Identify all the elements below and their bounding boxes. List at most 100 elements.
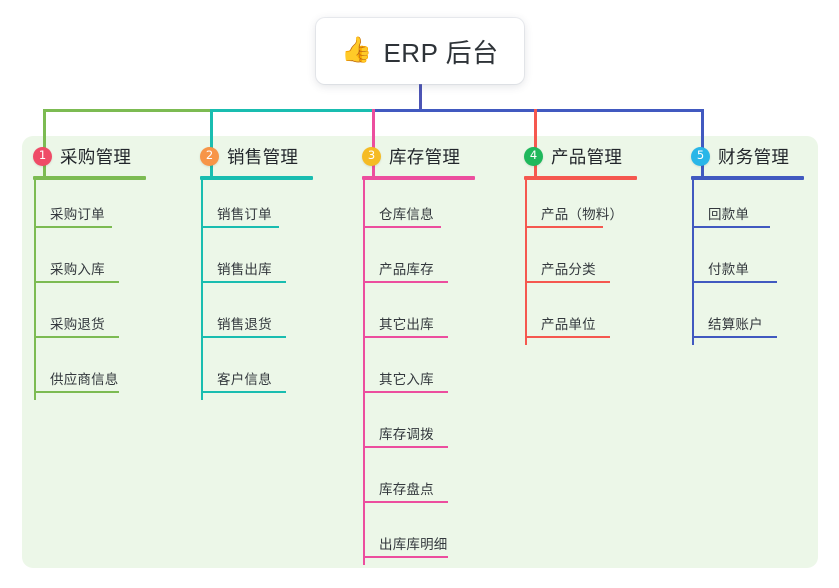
column-spine — [201, 180, 203, 400]
list-item-label: 回款单 — [708, 207, 750, 222]
column-header-2[interactable]: 2 销售管理 — [189, 143, 298, 169]
column-badge-2: 2 — [200, 146, 219, 166]
column-rule — [362, 176, 475, 180]
list-item-label: 仓库信息 — [379, 207, 434, 222]
list-item-rule — [363, 391, 448, 393]
root-title: ERP 后台 — [383, 37, 499, 68]
list-item[interactable]: 付款单 — [680, 235, 816, 290]
list-item-rule — [34, 226, 112, 228]
column-items: 销售订单销售出库销售退货客户信息 — [189, 180, 325, 400]
column-title: 库存管理 — [389, 146, 461, 167]
column-rule — [33, 176, 146, 180]
list-item-rule — [692, 336, 777, 338]
list-item-label: 采购订单 — [50, 207, 105, 222]
column-title: 采购管理 — [60, 146, 132, 167]
column-items: 产品（物料） 产品分类产品单位 — [513, 180, 649, 345]
column-spine — [525, 180, 527, 345]
list-item-rule — [363, 336, 448, 338]
list-item[interactable]: 销售出库 — [189, 235, 325, 290]
column-items: 采购订单采购入库采购退货供应商信息 — [22, 180, 158, 400]
list-item-rule — [201, 226, 279, 228]
list-item-label: 付款单 — [708, 262, 750, 277]
column-财务管理: 5 财务管理回款单付款单结算账户 — [680, 143, 804, 345]
branch-drop-3 — [372, 109, 375, 176]
list-item[interactable]: 其它入库 — [351, 345, 487, 400]
list-item[interactable]: 库存调拨 — [351, 400, 487, 455]
column-title: 产品管理 — [551, 146, 623, 167]
column-items: 回款单付款单结算账户 — [680, 180, 816, 345]
list-item[interactable]: 产品分类 — [513, 235, 649, 290]
list-item[interactable]: 产品（物料） — [513, 180, 649, 235]
list-item[interactable]: 销售退货 — [189, 290, 325, 345]
list-item-rule — [363, 226, 441, 228]
mindmap-panel-background — [22, 136, 818, 568]
list-item-label: 结算账户 — [708, 317, 763, 332]
branch-drop-2 — [210, 109, 213, 176]
list-item-label: 客户信息 — [217, 372, 272, 387]
list-item-rule — [201, 281, 286, 283]
column-header-1[interactable]: 1 采购管理 — [22, 143, 131, 169]
list-item[interactable]: 仓库信息 — [351, 180, 487, 235]
list-item-label: 产品分类 — [541, 262, 596, 277]
list-item[interactable]: 采购入库 — [22, 235, 158, 290]
list-item-rule — [201, 336, 286, 338]
branch-drop-1 — [43, 109, 46, 176]
list-item-label: 产品（物料） — [541, 207, 624, 222]
list-item-label: 出库库明细 — [379, 537, 448, 552]
list-item-label: 库存调拨 — [379, 427, 434, 442]
column-badge-3: 3 — [362, 146, 381, 166]
column-产品管理: 4 产品管理产品（物料） 产品分类产品单位 — [513, 143, 637, 345]
root-node[interactable]: 👍 ERP 后台 — [316, 18, 524, 84]
list-item[interactable]: 产品单位 — [513, 290, 649, 345]
bus-segment-3 — [373, 109, 702, 112]
list-item-rule — [692, 226, 770, 228]
list-item[interactable]: 库存盘点 — [351, 455, 487, 510]
list-item[interactable]: 采购退货 — [22, 290, 158, 345]
list-item[interactable]: 出库库明细 — [351, 510, 487, 565]
list-item-rule — [525, 336, 610, 338]
column-badge-4: 4 — [524, 146, 543, 166]
branch-drop-4 — [534, 109, 537, 176]
list-item[interactable]: 供应商信息 — [22, 345, 158, 400]
list-item[interactable]: 客户信息 — [189, 345, 325, 400]
list-item[interactable]: 采购订单 — [22, 180, 158, 235]
column-header-5[interactable]: 5 财务管理 — [680, 143, 789, 169]
list-item-rule — [34, 336, 119, 338]
list-item-label: 销售出库 — [217, 262, 272, 277]
list-item[interactable]: 其它出库 — [351, 290, 487, 345]
list-item-rule — [363, 501, 448, 503]
column-spine — [34, 180, 36, 400]
list-item-rule — [363, 281, 448, 283]
column-spine — [692, 180, 694, 345]
column-header-3[interactable]: 3 库存管理 — [351, 143, 460, 169]
list-item-label: 产品库存 — [379, 262, 434, 277]
list-item[interactable]: 销售订单 — [189, 180, 325, 235]
list-item-rule — [525, 226, 603, 228]
column-header-4[interactable]: 4 产品管理 — [513, 143, 622, 169]
list-item-rule — [34, 391, 119, 393]
list-item-rule — [363, 446, 448, 448]
column-title: 财务管理 — [718, 146, 790, 167]
column-badge-1: 1 — [33, 146, 52, 166]
list-item-label: 产品单位 — [541, 317, 596, 332]
list-item-rule — [363, 556, 448, 558]
list-item-label: 销售订单 — [217, 207, 272, 222]
list-item-label: 采购退货 — [50, 317, 105, 332]
column-rule — [200, 176, 313, 180]
list-item[interactable]: 产品库存 — [351, 235, 487, 290]
column-销售管理: 2 销售管理销售订单销售出库销售退货客户信息 — [189, 143, 313, 400]
column-title: 销售管理 — [227, 146, 299, 167]
list-item-rule — [692, 281, 777, 283]
list-item-label: 供应商信息 — [50, 372, 119, 387]
list-item[interactable]: 结算账户 — [680, 290, 816, 345]
list-item-label: 库存盘点 — [379, 482, 434, 497]
column-badge-5: 5 — [691, 146, 710, 166]
branch-drop-5 — [701, 109, 704, 176]
bus-segment-2 — [211, 109, 373, 112]
list-item-label: 销售退货 — [217, 317, 272, 332]
list-item-label: 其它入库 — [379, 372, 434, 387]
list-item[interactable]: 回款单 — [680, 180, 816, 235]
column-items: 仓库信息产品库存其它出库其它入库库存调拨库存盘点出库库明细 — [351, 180, 487, 565]
thumbs-up-icon: 👍 — [341, 35, 373, 64]
